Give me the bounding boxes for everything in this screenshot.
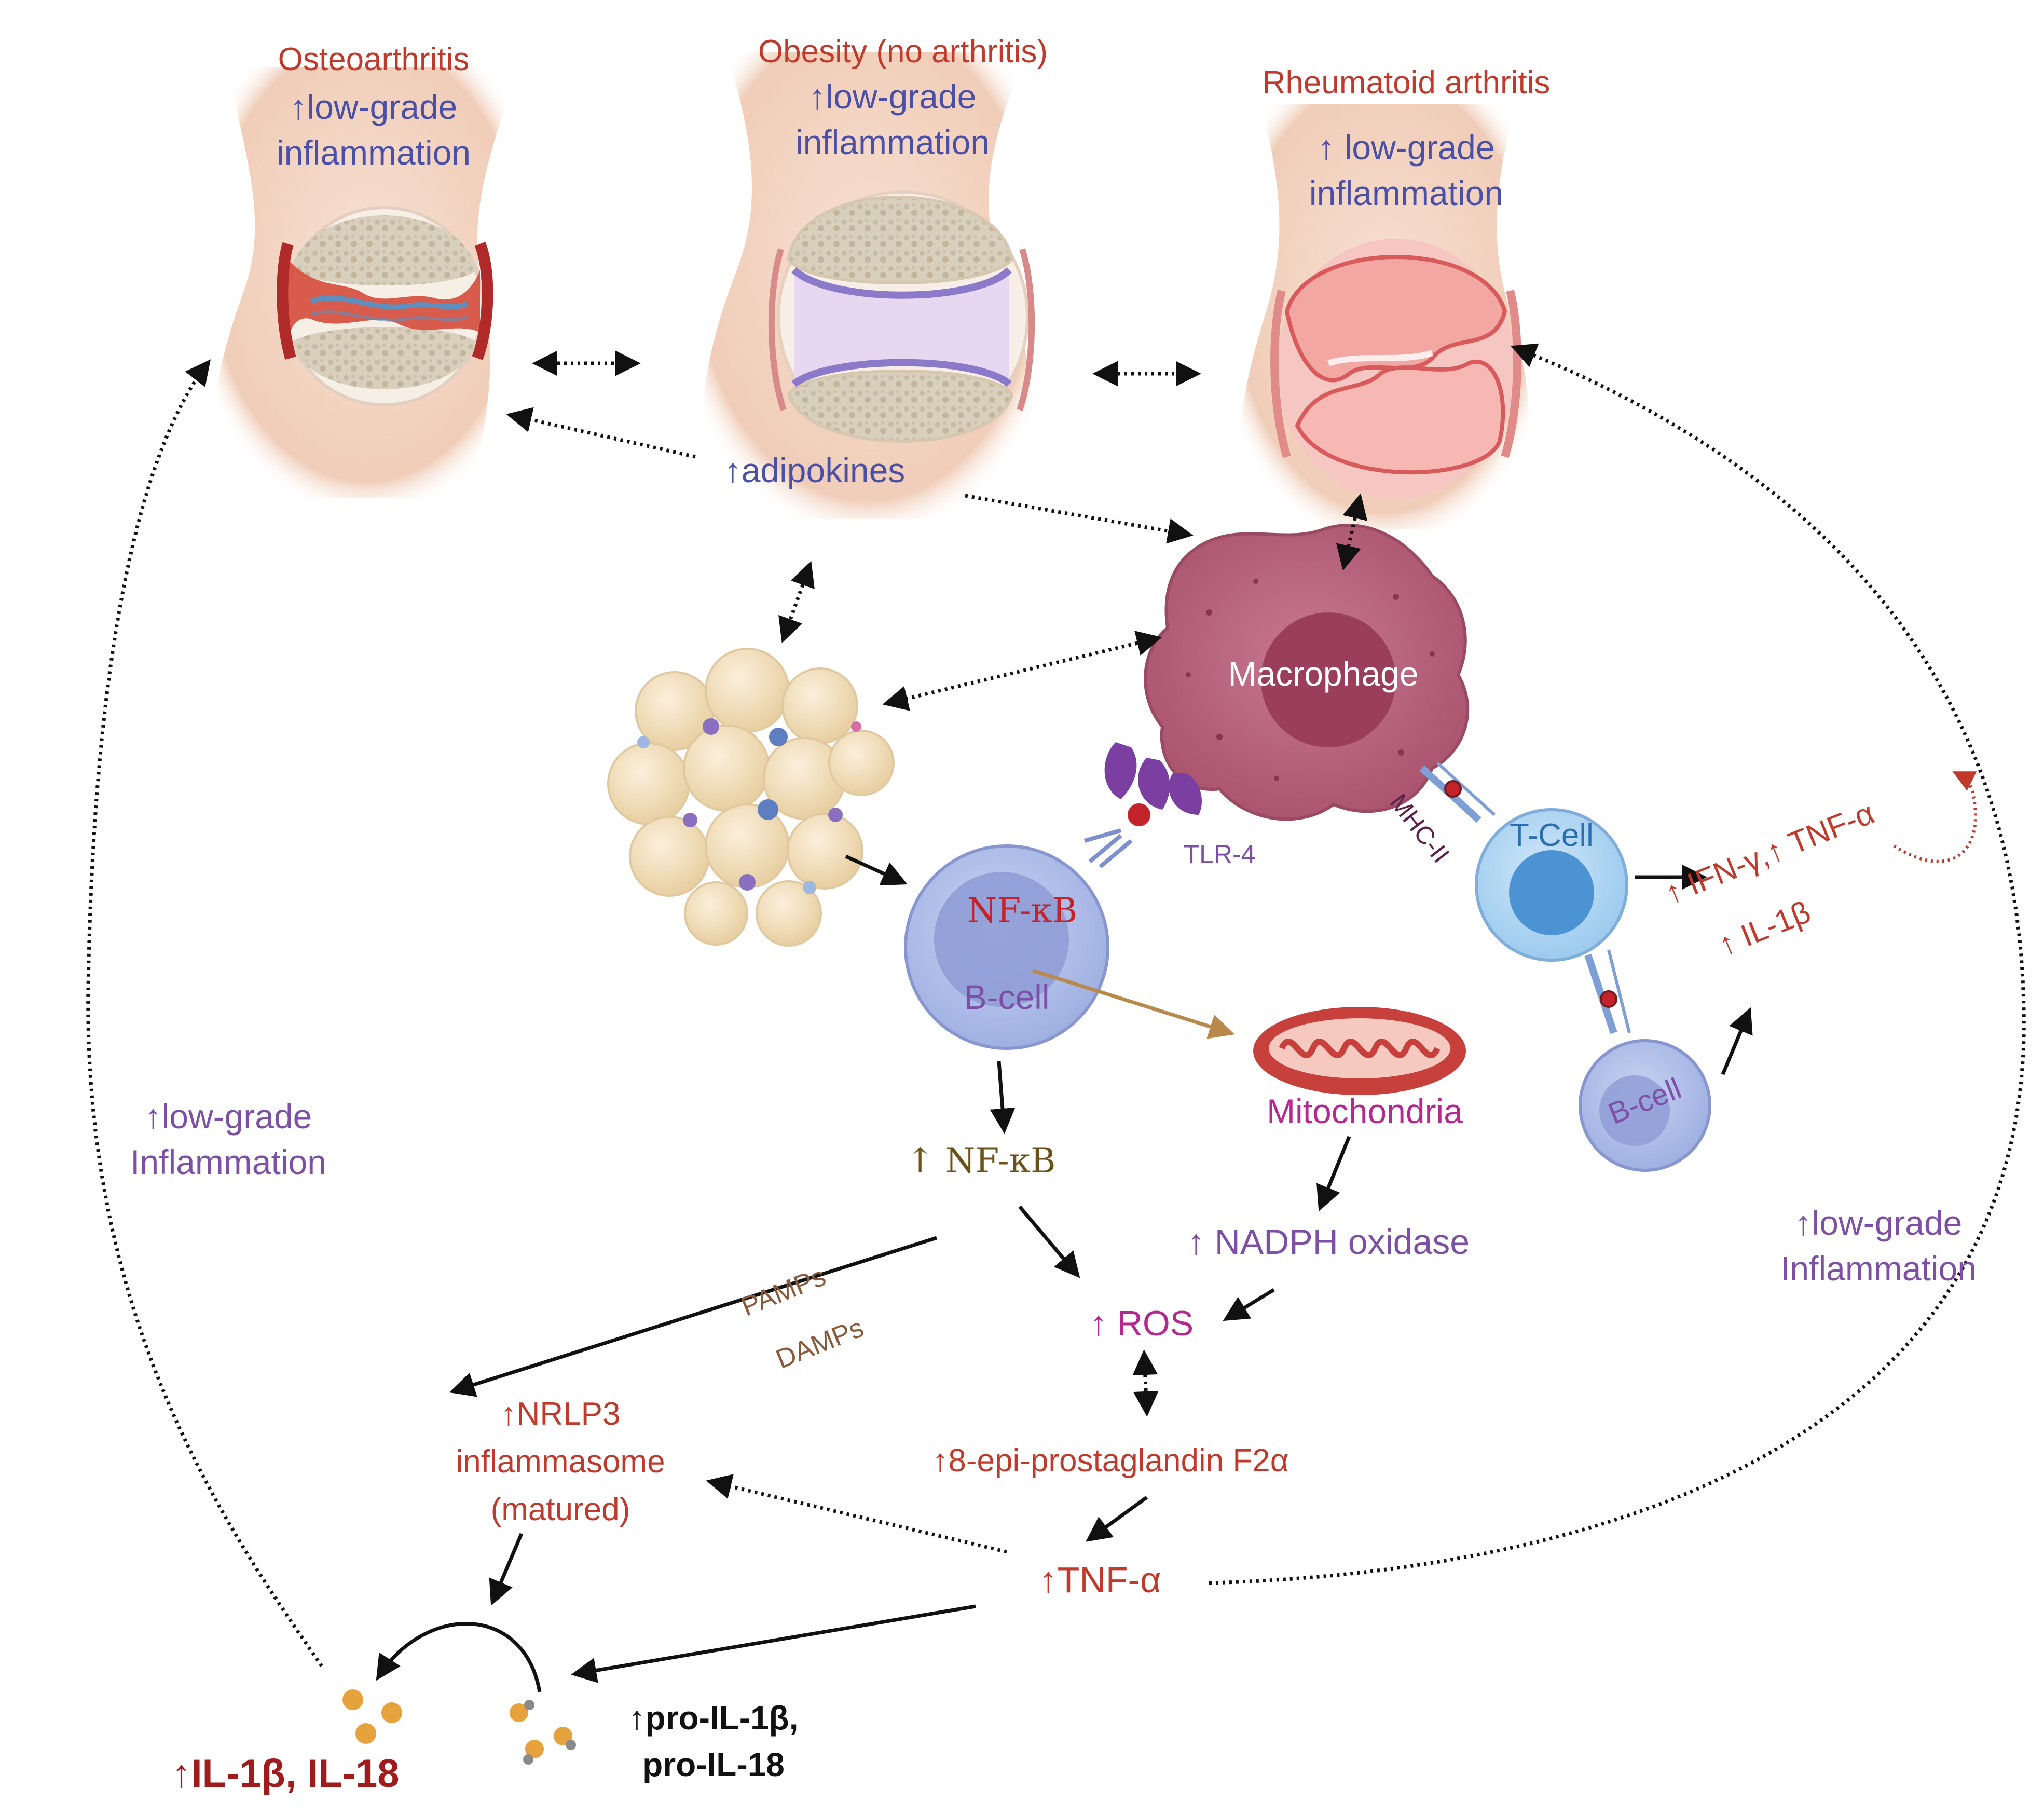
rheumatoid-inflammation-1: ↑ low-grade (1318, 128, 1495, 167)
il-mature-label: ↑IL-1β, IL-18 (171, 1752, 400, 1796)
obesity-title: Obesity (no arthritis) (758, 34, 1048, 70)
nfkb-in-cell-label: NF-κB (967, 891, 1078, 931)
pro-il-label-1: ↑pro-IL-1β, (628, 1699, 799, 1737)
mitochondria-organelle (1253, 1007, 1466, 1095)
rheumatoid-knee (1239, 104, 1530, 529)
left-inflammation-1: ↑low-grade (144, 1097, 312, 1136)
dotted-arrows (86, 343, 2026, 1667)
pro-il-label-2: pro-IL-18 (642, 1746, 785, 1783)
obesity-knee (700, 52, 1035, 519)
nlrp3-label-1: ↑NRLP3 (500, 1396, 621, 1432)
nadph-label: ↑ NADPH oxidase (1187, 1222, 1470, 1262)
left-inflammation-2: Inflammation (130, 1143, 326, 1181)
tlr4-label: TLR-4 (1183, 840, 1256, 869)
osteoarthritis-inflammation-2: inflammation (276, 133, 471, 172)
gold-arrow (1032, 968, 1235, 1039)
tcell-bcell-connector (1584, 949, 1631, 1034)
mature-il-particles (342, 1689, 402, 1744)
nlrp3-label-3: (matured) (490, 1492, 630, 1527)
ros-label: ↑ ROS (1089, 1304, 1194, 1343)
nfkb-label: ↑ NF-κB (906, 1141, 1056, 1181)
solid-arrows (376, 854, 1753, 1692)
rheumatoid-title: Rheumatoid arthritis (1262, 65, 1551, 101)
mitochondria-label: Mitochondria (1267, 1092, 1463, 1130)
nlrp3-label-2: inflammasome (456, 1444, 665, 1480)
tcell (1475, 808, 1628, 962)
right-inflammation-2: Inflammation (1780, 1249, 1977, 1288)
osteoarthritis-knee (213, 67, 519, 498)
tlr4-receptor (1083, 742, 1202, 869)
osteoarthritis-inflammation-1: ↑low-grade (290, 88, 458, 126)
bcell-main (904, 844, 1109, 1050)
obesity-inflammation-2: inflammation (795, 123, 990, 161)
right-inflammation-1: ↑low-grade (1794, 1204, 1963, 1242)
pro-il-particles (510, 1700, 576, 1765)
tnf-label: ↑TNF-α (1039, 1560, 1161, 1600)
bcell-main-label: B-cell (964, 978, 1050, 1016)
adipose-tissue (607, 648, 895, 947)
adipokines-label: ↑adipokines (724, 451, 906, 489)
osteoarthritis-title: Osteoarthritis (278, 42, 470, 77)
tcell-label: T-Cell (1510, 817, 1594, 853)
rheumatoid-inflammation-2: inflammation (1309, 174, 1504, 212)
macrophage-label: Macrophage (1228, 654, 1419, 693)
mhc2-connector (1419, 761, 1496, 823)
bcell-small (1579, 1039, 1711, 1172)
prostaglandin-label: ↑8-epi-prostaglandin F2α (932, 1443, 1289, 1479)
obesity-inflammation-1: ↑low-grade (808, 77, 977, 116)
